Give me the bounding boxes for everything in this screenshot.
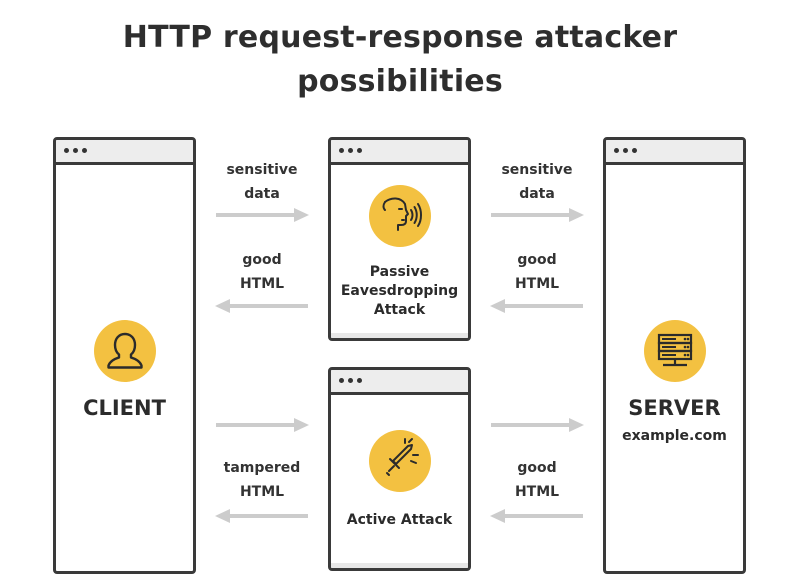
user-icon <box>94 320 156 382</box>
arrow-left <box>490 299 583 313</box>
title-line-2: possibilities <box>297 64 503 99</box>
passive-label-line-2: Eavesdropping <box>340 283 459 299</box>
flow-label-line: HTML <box>239 484 285 500</box>
active-attack-label: Active Attack <box>346 512 453 528</box>
passive-label-line-1: Passive <box>369 264 430 280</box>
arrow-right <box>491 418 584 432</box>
passive-label-line-3: Attack <box>373 302 426 318</box>
client-window: CLIENT <box>53 137 196 574</box>
server-icon <box>644 320 706 382</box>
passive-attack-window: Passive Eavesdropping Attack <box>328 137 471 341</box>
flow-label-active-to-client: tampered HTML <box>202 456 322 504</box>
client-label: CLIENT <box>83 396 166 420</box>
flow-label-line: HTML <box>239 276 285 292</box>
server-window-titlebar <box>606 140 743 165</box>
passive-window-titlebar <box>331 140 468 165</box>
flow-label-line: data <box>519 186 555 202</box>
title-line-1: HTTP request-response attacker <box>122 20 678 55</box>
arrow-left <box>215 299 308 313</box>
window-dots <box>614 148 637 153</box>
arrow-right <box>216 208 309 222</box>
arrow-left <box>215 509 308 523</box>
flow-label-client-to-passive: sensitive data <box>202 158 322 206</box>
window-dots <box>339 148 362 153</box>
server-window: SERVER example.com <box>603 137 746 574</box>
flow-label-line: tampered <box>223 460 301 476</box>
flow-label-line: sensitive <box>501 162 573 178</box>
passive-attack-label: Passive Eavesdropping Attack <box>331 263 468 320</box>
flow-label-line: good <box>242 252 282 268</box>
flow-label-server-to-active: good HTML <box>477 456 597 504</box>
flow-label-server-to-passive: good HTML <box>477 248 597 296</box>
client-window-titlebar <box>56 140 193 165</box>
flow-label-line: sensitive <box>226 162 298 178</box>
window-bottom-strip <box>331 563 468 568</box>
server-domain: example.com <box>622 428 727 444</box>
flow-label-passive-to-server: sensitive data <box>477 158 597 206</box>
flow-label-line: HTML <box>514 484 560 500</box>
active-attack-window: Active Attack <box>328 367 471 571</box>
active-window-titlebar <box>331 370 468 395</box>
sword-icon <box>369 430 431 492</box>
window-bottom-strip <box>331 333 468 338</box>
arrow-left <box>490 509 583 523</box>
arrow-right <box>491 208 584 222</box>
server-label: SERVER <box>628 396 721 420</box>
flow-label-line: good <box>517 252 557 268</box>
eavesdropping-face-icon <box>369 185 431 247</box>
arrow-right <box>216 418 309 432</box>
window-dots <box>64 148 87 153</box>
flow-label-passive-to-client: good HTML <box>202 248 322 296</box>
flow-label-line: HTML <box>514 276 560 292</box>
flow-label-line: good <box>517 460 557 476</box>
flow-label-line: data <box>244 186 280 202</box>
diagram-title: HTTP request-response attacker possibili… <box>0 16 800 104</box>
window-dots <box>339 378 362 383</box>
